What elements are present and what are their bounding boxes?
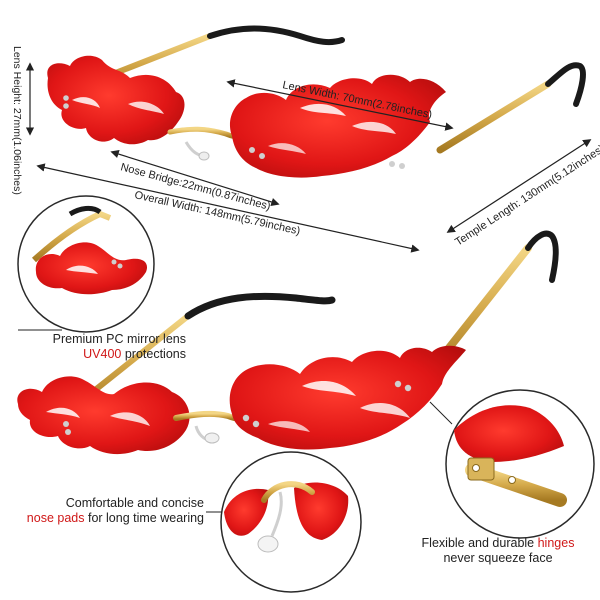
bottom-right-flame-lens <box>229 345 466 450</box>
lens-height-label: Lens Height: 27mm(1.06inches) <box>11 46 23 195</box>
nose-pad-feature-callout: Comfortable and concise nose pads for lo… <box>8 496 204 526</box>
bottom-glasses <box>17 230 559 455</box>
hinge-feature-line2: never squeeze face <box>443 551 553 565</box>
top-left-flame-lens <box>47 55 185 145</box>
hinges-highlight: hinges <box>537 536 575 550</box>
top-right-temple-arm <box>436 62 586 154</box>
bottom-left-flame-lens <box>17 376 190 455</box>
overall-width-arrow <box>36 163 420 253</box>
hinge-leader-line <box>429 401 453 425</box>
lens-feature-rest: protections <box>124 347 186 361</box>
temple-length-arrow <box>446 139 592 233</box>
lens-feature-line1: Premium PC mirror lens <box>52 332 186 346</box>
hinge-detail-circle <box>445 389 595 539</box>
lens-width-arrow <box>226 79 454 131</box>
uv400-highlight: UV400 <box>83 347 122 361</box>
temple-length-label: Temple Length: 130mm(5.12inches) <box>453 143 600 249</box>
lens-detail-circle <box>17 195 155 333</box>
nose-pad-detail-circle <box>220 451 362 593</box>
nose-pads-highlight: nose pads <box>26 511 85 525</box>
hinge-feature-prefix: Flexible and durable <box>421 536 535 550</box>
hinge-feature-callout: Flexible and durable hinges never squeez… <box>404 536 592 566</box>
nose-feature-rest: for long time wearing <box>87 511 204 525</box>
top-glasses <box>47 25 586 178</box>
lens-feature-callout: Premium PC mirror lens UV400 protections <box>16 332 186 362</box>
nose-feature-line1: Comfortable and concise <box>65 496 204 510</box>
